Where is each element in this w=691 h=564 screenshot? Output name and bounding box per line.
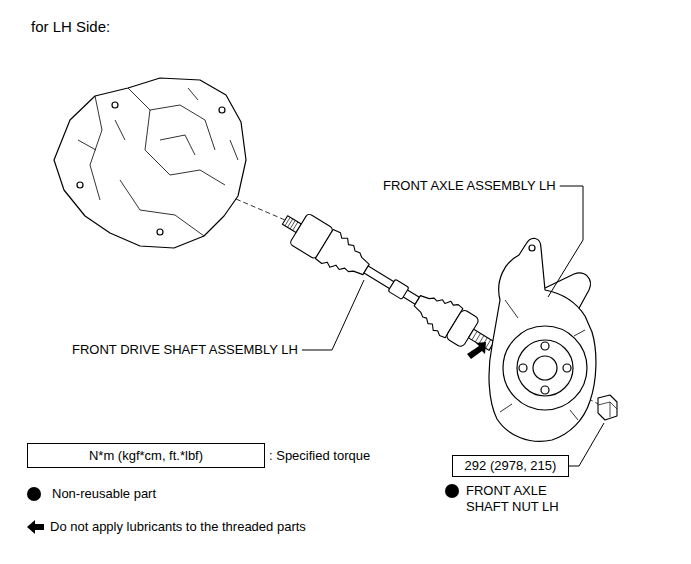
non-reusable-dot <box>27 487 41 501</box>
no-lubricant-arrow <box>467 342 486 359</box>
housing-detail <box>78 88 238 236</box>
torque-legend-box: N*m (kgf*cm, ft.*lbf) <box>27 443 265 468</box>
housing-bolt <box>219 107 225 113</box>
legend-text: Non-reusable part <box>52 486 156 502</box>
damper <box>388 279 409 299</box>
torque-value-box: 292 (2978, 215) <box>452 455 569 477</box>
hub-stud <box>563 364 571 372</box>
no-lubricant-symbol <box>27 520 44 534</box>
part-name: FRONT AXLE SHAFT NUT LH <box>466 483 566 515</box>
leader-line <box>548 186 583 297</box>
hub-bore <box>533 356 557 380</box>
box-text: 292 (2978, 215) <box>465 458 557 474</box>
dashed-center-line <box>236 199 285 220</box>
housing-bolt <box>157 229 163 235</box>
spline-teeth <box>285 217 298 230</box>
hub-ring <box>517 340 573 396</box>
axle-nut <box>598 395 617 420</box>
front-axle <box>489 238 596 441</box>
shaft-bar <box>364 266 419 304</box>
hub-stud <box>519 364 527 372</box>
nut-edge <box>598 402 617 417</box>
knuckle-body <box>489 238 596 441</box>
inner-boot <box>315 229 376 285</box>
legend-text: Do not apply lubricants to the threaded … <box>50 519 306 535</box>
transaxle-housing <box>54 78 246 248</box>
legend-text: : Specified torque <box>269 448 370 464</box>
drive-shaft <box>276 205 501 362</box>
transaxle <box>54 78 246 248</box>
housing-bolt <box>112 102 118 108</box>
nut-body <box>598 395 617 420</box>
leader-line <box>302 280 364 350</box>
hub-stud <box>541 386 549 394</box>
leader-line <box>569 423 604 466</box>
diagram-title: for LH Side: <box>31 18 110 36</box>
box-text: N*m (kgf*cm, ft.*lbf) <box>89 448 203 464</box>
non-reusable-dot <box>445 484 459 498</box>
part-name: FRONT AXLE ASSEMBLY LH <box>383 178 556 194</box>
hub-stud <box>541 342 549 350</box>
knuckle-detail <box>500 300 585 420</box>
upper-mount-hole <box>529 245 535 251</box>
part-name: FRONT DRIVE SHAFT ASSEMBLY LH <box>72 342 298 358</box>
hub-flange <box>503 326 587 410</box>
housing-bolt <box>77 182 83 188</box>
